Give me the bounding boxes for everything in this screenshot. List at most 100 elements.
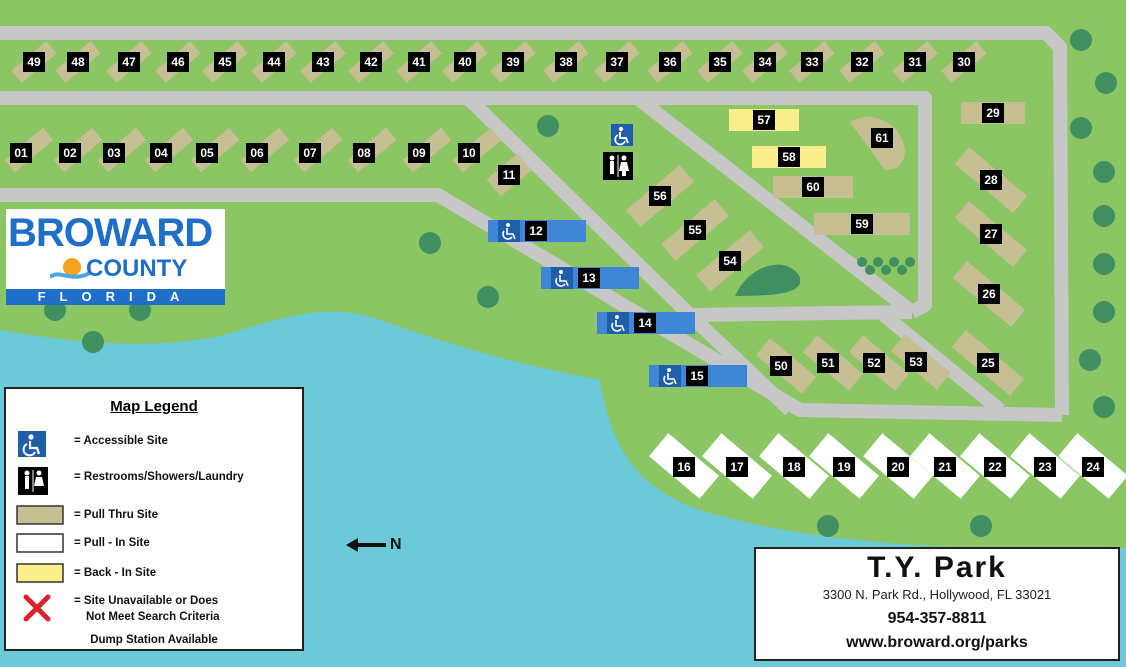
accessible-campsite-15[interactable]: 15 — [649, 365, 747, 387]
accessible-campsite-13[interactable]: 13 — [541, 267, 639, 289]
campsite-53[interactable]: 53 — [890, 334, 952, 390]
sun-wave-icon — [50, 258, 90, 279]
accessible-icon-figure — [611, 320, 625, 332]
tree — [1095, 72, 1117, 94]
park-address: 3300 N. Park Rd., Hollywood, FL 33021 — [822, 587, 1052, 602]
campsite-57[interactable]: 57 — [729, 109, 799, 131]
site-label-bg — [408, 143, 430, 163]
campsite-32[interactable]: 32 — [839, 41, 885, 83]
site-label-bg — [953, 52, 975, 72]
campsite-30[interactable]: 30 — [941, 41, 987, 83]
campsite-39[interactable]: 39 — [490, 41, 536, 83]
tree — [1079, 349, 1101, 371]
campsite-16[interactable]: 16 — [649, 433, 719, 499]
park-name: T.Y. Park — [867, 551, 1007, 584]
campsite-56[interactable]: 56 — [626, 165, 694, 227]
road-segment — [875, 306, 1005, 416]
accessible-icon — [18, 431, 46, 457]
campsite-24[interactable]: 24 — [1058, 433, 1126, 499]
park-website-link[interactable]: www.broward.org/parks — [846, 634, 1028, 651]
campsite-46[interactable]: 46 — [155, 41, 201, 83]
north-arrow: N — [344, 535, 414, 557]
pull-in-swatch — [16, 533, 64, 553]
tree-grove — [735, 264, 801, 296]
campsite-61[interactable]: 61 — [850, 117, 905, 170]
site-label-bg — [498, 165, 520, 185]
site-number: 46 — [171, 55, 185, 69]
campsite-11[interactable]: 11 — [486, 153, 532, 197]
campsite-21[interactable]: 21 — [910, 433, 980, 499]
campsite-28[interactable]: 28 — [954, 147, 1028, 213]
campsite-22[interactable]: 22 — [960, 433, 1030, 499]
campsite-54[interactable]: 54 — [696, 230, 764, 292]
site-number: 19 — [837, 460, 851, 474]
campsite-18[interactable]: 18 — [759, 433, 829, 499]
campsite-52[interactable]: 52 — [848, 335, 910, 391]
site-label-bg — [408, 52, 430, 72]
campsite-48[interactable]: 48 — [55, 41, 101, 83]
campsite-60[interactable]: 60 — [773, 176, 853, 198]
accessible-campsite-12[interactable]: 12 — [488, 220, 586, 242]
campsite-02[interactable]: 02 — [53, 127, 103, 173]
campsite-06[interactable]: 06 — [240, 127, 290, 173]
site-number: 42 — [364, 55, 378, 69]
campsite-47[interactable]: 47 — [106, 41, 152, 83]
tree — [537, 115, 559, 137]
site-label-bg — [863, 353, 885, 373]
tree — [970, 515, 992, 537]
campsite-41[interactable]: 41 — [396, 41, 442, 83]
campsite-07[interactable]: 07 — [293, 127, 343, 173]
campsite-05[interactable]: 05 — [190, 127, 240, 173]
campsite-50[interactable]: 50 — [755, 338, 817, 394]
campsite-10[interactable]: 10 — [452, 127, 502, 173]
campsite-25[interactable]: 25 — [951, 330, 1025, 396]
campsite-31[interactable]: 31 — [892, 41, 938, 83]
site-number: 39 — [506, 55, 520, 69]
legend-label: = Accessible Site — [74, 435, 168, 447]
campsite-38[interactable]: 38 — [543, 41, 589, 83]
campsite-09[interactable]: 09 — [402, 127, 452, 173]
campsite-20[interactable]: 20 — [863, 433, 933, 499]
accessible-campsite-14[interactable]: 14 — [597, 312, 695, 334]
site-label-bg — [454, 52, 476, 72]
campsite-43[interactable]: 43 — [300, 41, 346, 83]
campsite-08[interactable]: 08 — [347, 127, 397, 173]
campsite-35[interactable]: 35 — [697, 41, 743, 83]
campsite-44[interactable]: 44 — [251, 41, 297, 83]
campsite-59[interactable]: 59 — [814, 213, 910, 235]
campsite-36[interactable]: 36 — [647, 41, 693, 83]
campsite-17[interactable]: 17 — [702, 433, 772, 499]
site-label-bg — [555, 52, 577, 72]
site-number: 30 — [957, 55, 971, 69]
amenities — [603, 124, 633, 180]
campsite-51[interactable]: 51 — [802, 335, 864, 391]
site-label-bg — [686, 366, 708, 386]
campsite-01[interactable]: 01 — [4, 127, 54, 173]
campsite-55[interactable]: 55 — [661, 199, 729, 261]
campsite-49[interactable]: 49 — [11, 41, 57, 83]
campsite-42[interactable]: 42 — [348, 41, 394, 83]
site-label-bg — [458, 143, 480, 163]
campsite-33[interactable]: 33 — [789, 41, 835, 83]
campsite-27[interactable]: 27 — [954, 201, 1028, 267]
tree — [1093, 253, 1115, 275]
site-label-bg — [606, 52, 628, 72]
campsite-19[interactable]: 19 — [809, 433, 879, 499]
campsite-26[interactable]: 26 — [952, 261, 1026, 327]
campsite-40[interactable]: 40 — [442, 41, 488, 83]
campsite-04[interactable]: 04 — [144, 127, 194, 173]
campsite-45[interactable]: 45 — [202, 41, 248, 83]
campsite-29[interactable]: 29 — [961, 102, 1025, 124]
campsite-58[interactable]: 58 — [752, 146, 826, 168]
park-info-box: T.Y. Park 3300 N. Park Rd., Hollywood, F… — [754, 547, 1120, 661]
site-label-bg — [783, 457, 805, 477]
site-number: 23 — [1038, 460, 1052, 474]
site-number: 06 — [250, 146, 264, 160]
site-label-bg — [833, 457, 855, 477]
road-segment — [0, 188, 1063, 422]
campsite-37[interactable]: 37 — [594, 41, 640, 83]
campsite-23[interactable]: 23 — [1010, 433, 1080, 499]
accessible-icon-head — [615, 315, 619, 319]
campsite-34[interactable]: 34 — [742, 41, 788, 83]
campsite-03[interactable]: 03 — [97, 127, 147, 173]
